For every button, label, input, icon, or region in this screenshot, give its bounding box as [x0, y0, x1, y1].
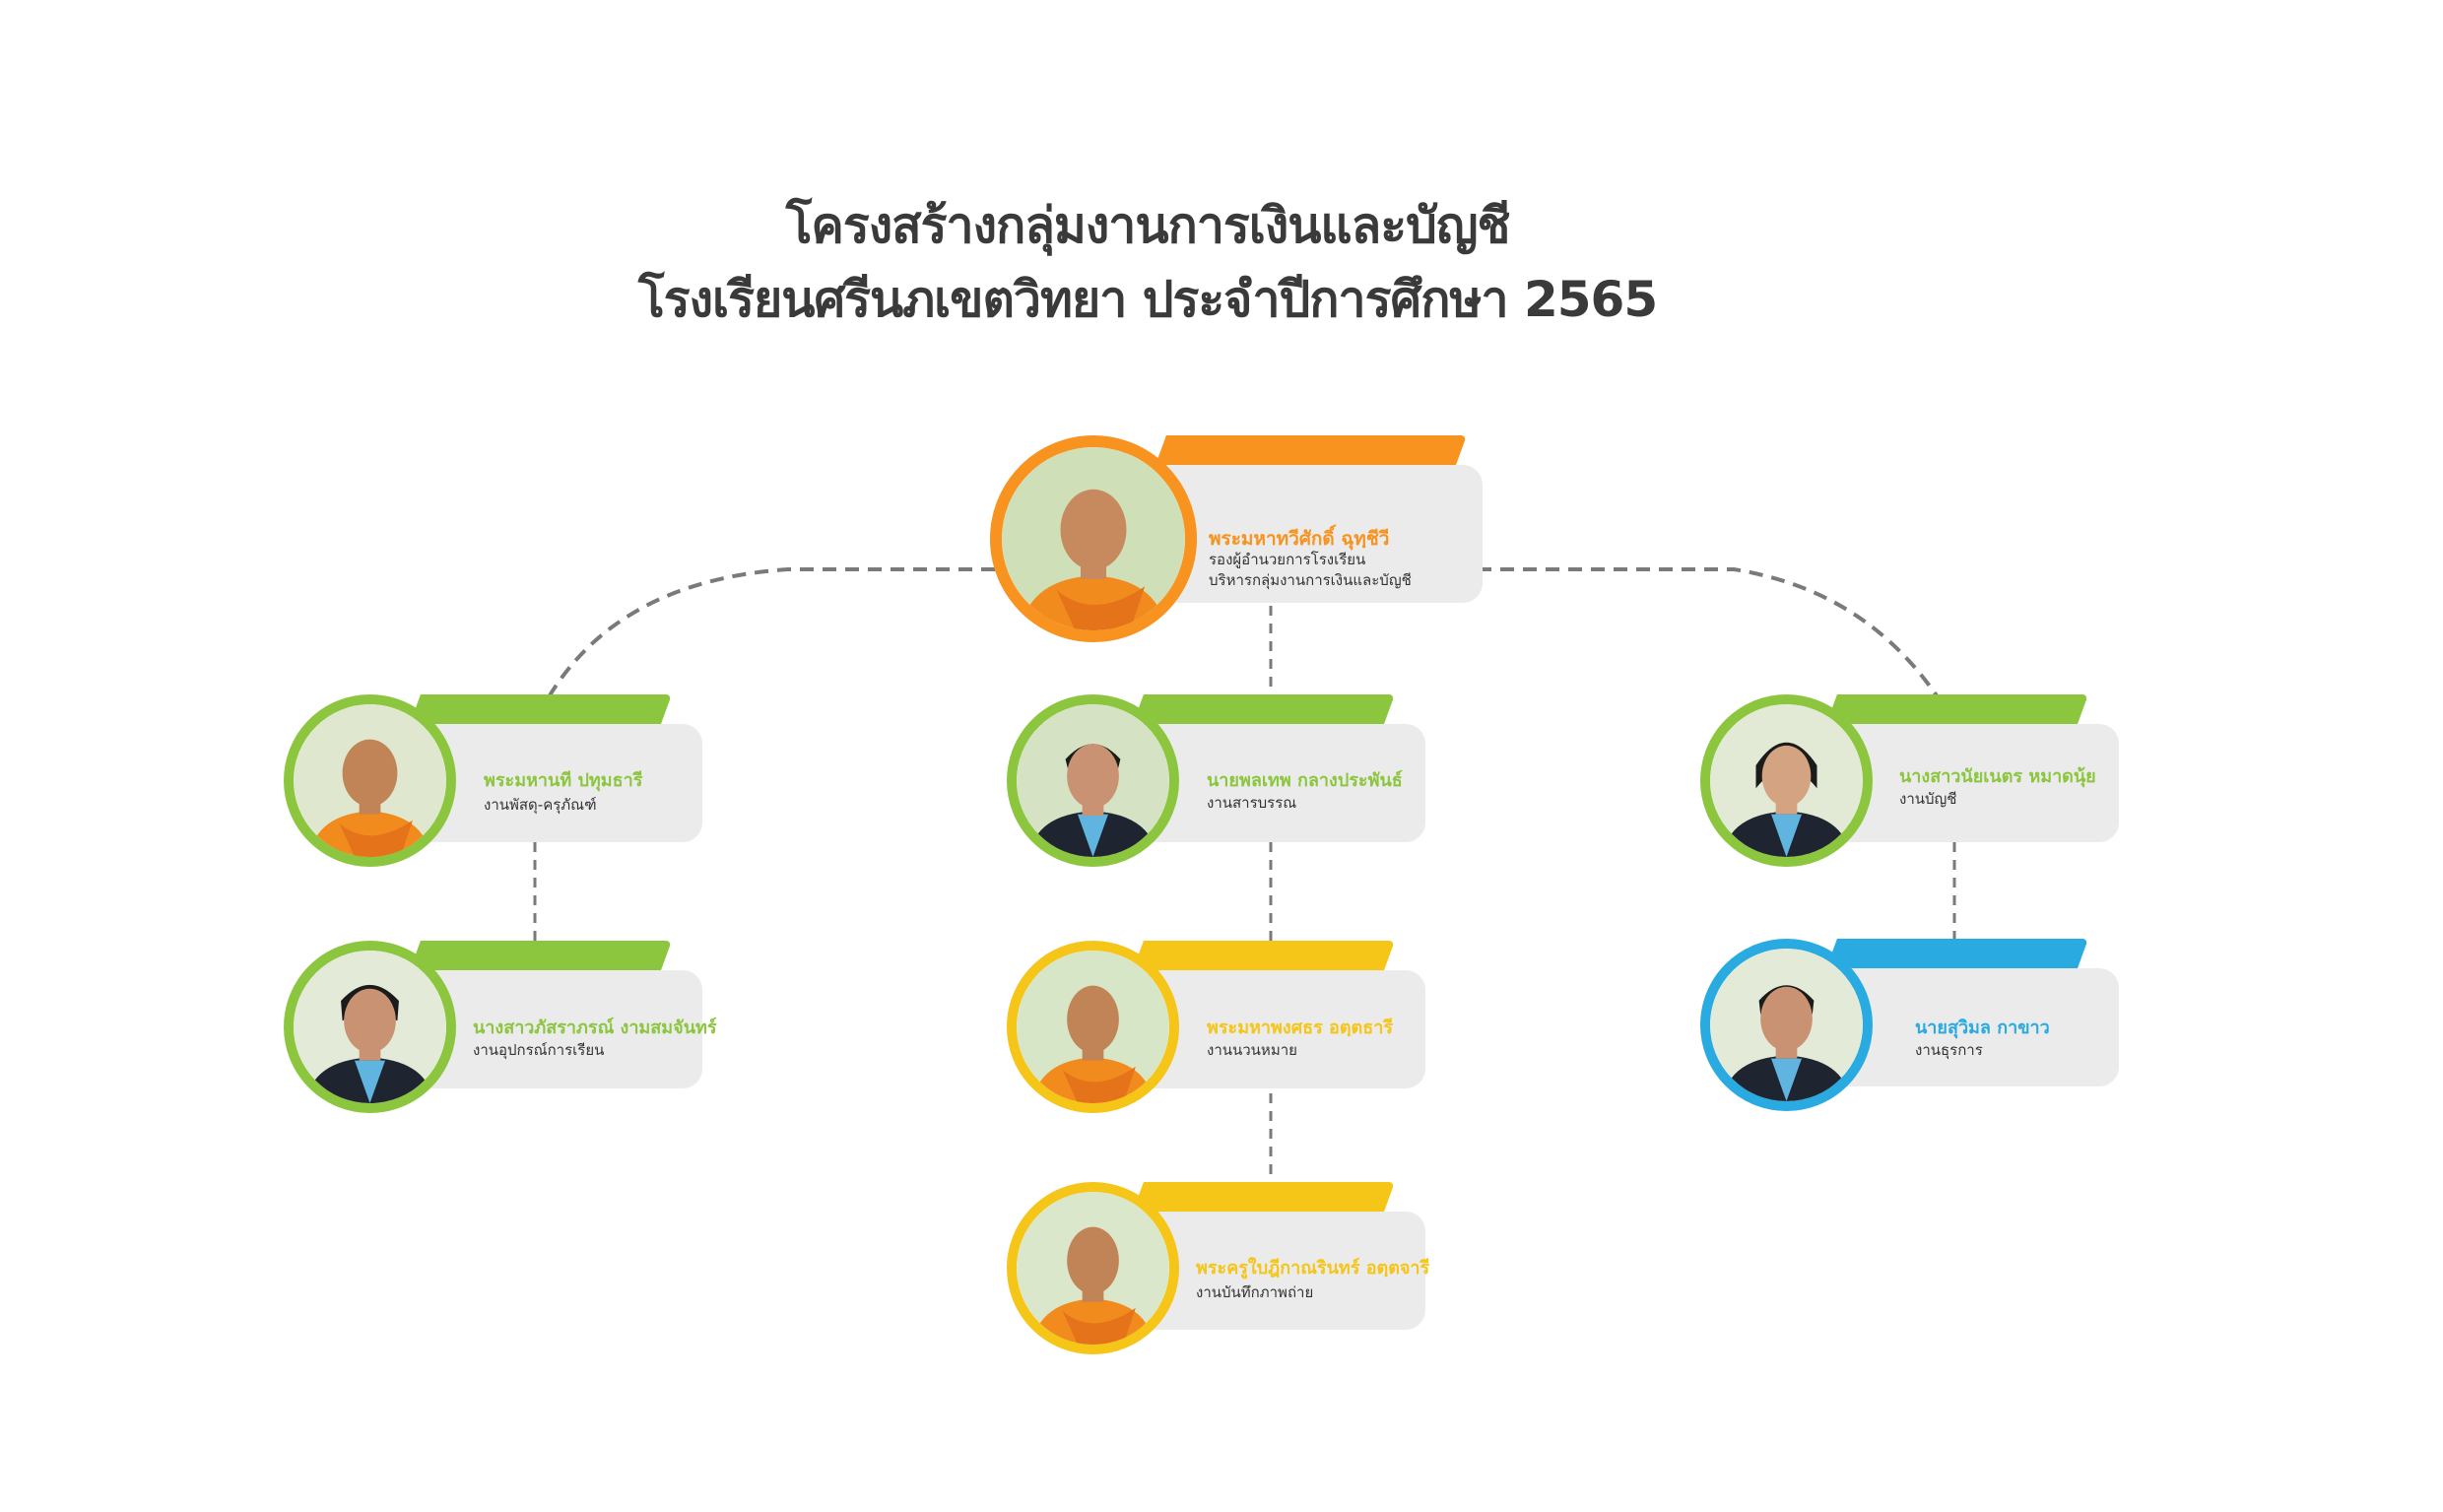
monk-portrait-icon: [1031, 985, 1155, 1103]
member-role: งานนวนหมาย: [1207, 1041, 1297, 1059]
member-role: งานบัญชี: [1899, 790, 1957, 808]
member-name: พระมหาทวีศักดิ์ ฉุทฺชีวี: [1209, 528, 1390, 550]
monk-portrait-icon: [1020, 489, 1167, 630]
member-role-line1: รองผู้อำนวยการโรงเรียน: [1209, 551, 1366, 568]
member-name: นายสุวิมล กาขาว: [1915, 1018, 2050, 1038]
member-role: งานอุปกรณ์การเรียน: [473, 1041, 605, 1059]
photo-frame: [990, 435, 1197, 642]
member-name: นางสาวภัสราภรณ์ งามสมจันทร์: [473, 1018, 717, 1038]
member-name: นางสาวนัยเนตร หมาดนุ้ย: [1899, 766, 2096, 787]
member-name: พระมหานที ปทุมธารี: [484, 770, 643, 791]
member-role-line2: บริหารกลุ่มงานการเงินและบัญชี: [1209, 571, 1412, 589]
page-title-line1: โครงสร้างกลุ่มงานการเงินและบัญชี: [785, 197, 1511, 254]
member-role: งานสารบรรณ: [1207, 794, 1297, 812]
member-name: นายพลเทพ กลางประพันธ์: [1207, 770, 1403, 791]
photo-frame: [1007, 694, 1179, 867]
page-title-line2: โรงเรียนศรีนภเขตวิทยา ประจำปีการศึกษา 25…: [637, 271, 1658, 328]
photo-frame: [1700, 939, 1873, 1111]
teacher-portrait-icon: [1722, 985, 1851, 1101]
connector-head-left: [540, 567, 995, 710]
photo-frame: [1007, 1182, 1179, 1354]
member-name: พระครูใบฎีกาณรินทร์ อตฺตจารี: [1196, 1258, 1430, 1279]
photo-frame: [1700, 694, 1873, 867]
monk-portrait-icon: [1031, 1226, 1155, 1345]
teacher-portrait-icon: [305, 984, 434, 1103]
monk-portrait-icon: [308, 739, 431, 857]
teacher-portrait-icon: [1722, 742, 1851, 857]
member-role: งานบันทึกภาพถ่าย: [1196, 1283, 1314, 1301]
teacher-portrait-icon: [1028, 744, 1157, 857]
photo-frame: [1007, 941, 1179, 1113]
member-role: งานพัสดุ-ครุภัณฑ์: [484, 796, 597, 814]
photo-frame: [284, 694, 456, 867]
photo-frame: [284, 941, 456, 1113]
member-name: พระมหาพงศธร อตฺตธารี: [1207, 1018, 1393, 1038]
member-role: งานธุรการ: [1915, 1041, 1983, 1059]
connector-head-right: [1478, 567, 1948, 711]
